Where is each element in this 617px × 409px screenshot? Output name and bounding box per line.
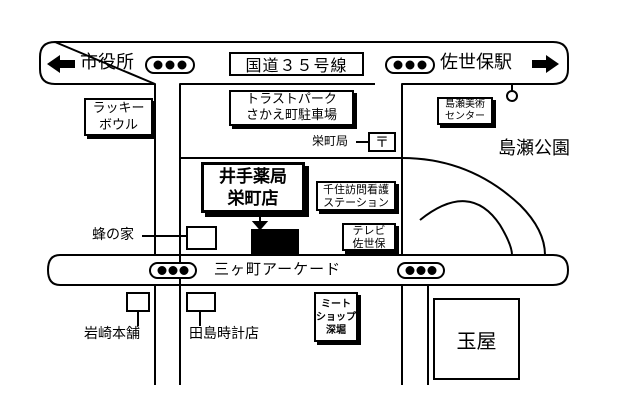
east-destination-label: 佐世保駅 <box>440 52 512 73</box>
west-destination-label: 市役所 <box>80 52 134 73</box>
iwasaki-building <box>126 292 150 312</box>
iwasaki-honpo-label: 岩崎本舗 <box>84 326 140 342</box>
tajima-watch-label: 田島時計店 <box>189 326 259 342</box>
sakaemachi-post-label: 栄町局 <box>312 134 349 148</box>
shimase-park-label: 島瀬公園 <box>498 138 570 159</box>
arrow-left-icon <box>47 55 75 73</box>
hachi-no-ie-label: 蜂の家 <box>92 227 134 243</box>
location-pin-icon <box>506 84 518 102</box>
tv-sasebo: テレビ 佐世保 <box>342 223 396 251</box>
arcade-road <box>46 254 570 286</box>
curve-road-outer <box>401 157 546 256</box>
lucky-bowl: ラッキー ボウル <box>84 98 153 136</box>
crosswalk-dots-icon <box>145 56 445 279</box>
hachi-no-ie-building <box>186 226 217 250</box>
arrow-right-icon <box>532 55 559 73</box>
route-35-sign: 国道３５号線 <box>229 52 364 76</box>
meat-shop-fukahori: ミート ショップ 深堀 <box>314 292 358 342</box>
senju-nursing-station: 千住訪問看護 ステーション <box>316 181 396 211</box>
curve-road-inner <box>401 158 513 256</box>
pharmacy-building <box>251 229 299 255</box>
ide-pharmacy-sakaemachi: 井手薬局 栄町店 <box>201 162 305 213</box>
shimase-museum: 島瀬美術 センター <box>437 97 493 125</box>
tajima-building <box>186 292 216 312</box>
pharmacy-pointer <box>251 213 269 231</box>
post-office-icon: 〒 <box>368 132 396 152</box>
arcade-name: 三ヶ町アーケード <box>214 260 342 278</box>
tamaya-department-store: 玉屋 <box>433 298 520 380</box>
trust-park-parking: トラストパーク さかえ町駐車場 <box>229 90 354 126</box>
